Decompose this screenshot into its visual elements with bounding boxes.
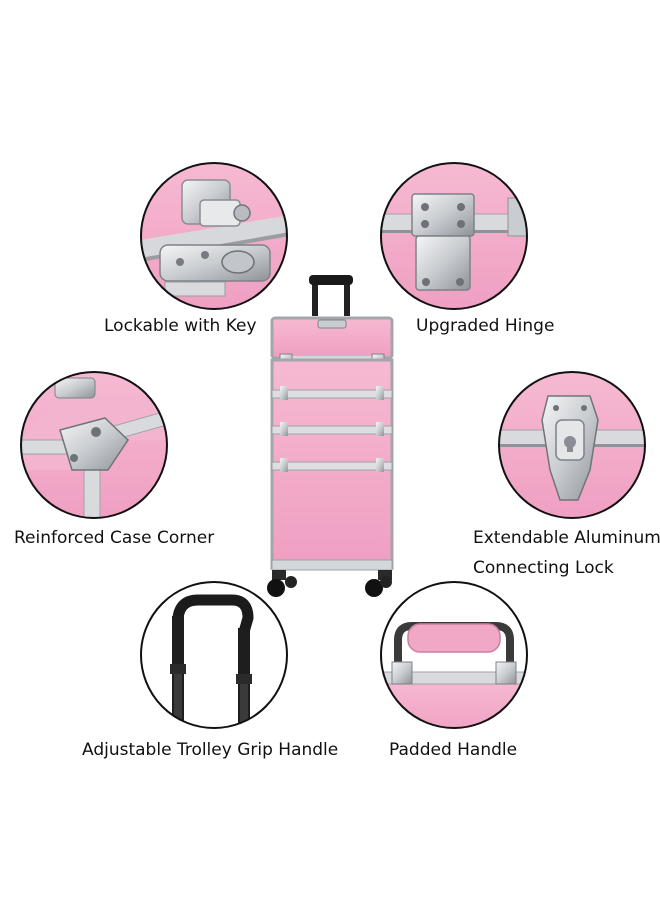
feature-label-trolley: Adjustable Trolley Grip Handle [82, 740, 339, 760]
feature-label-padded: Padded Handle [389, 740, 518, 760]
padded-handle-detail-icon [380, 581, 528, 729]
trolley-handle-detail-icon [140, 581, 288, 729]
hinge-detail-icon [380, 162, 528, 310]
corner-detail-icon [20, 371, 168, 519]
feature-label-lockable: Lockable with Key [104, 316, 257, 336]
feature-label-corner: Reinforced Case Corner [14, 528, 215, 548]
trolley-case-icon [267, 275, 394, 597]
latch-detail-icon [498, 371, 646, 519]
feature-label-latch-line1: Extendable Aluminum [473, 528, 660, 548]
key-lock-detail-icon [140, 162, 288, 310]
feature-label-hinge: Upgraded Hinge [416, 316, 555, 336]
feature-label-latch-line2: Connecting Lock [473, 558, 614, 578]
